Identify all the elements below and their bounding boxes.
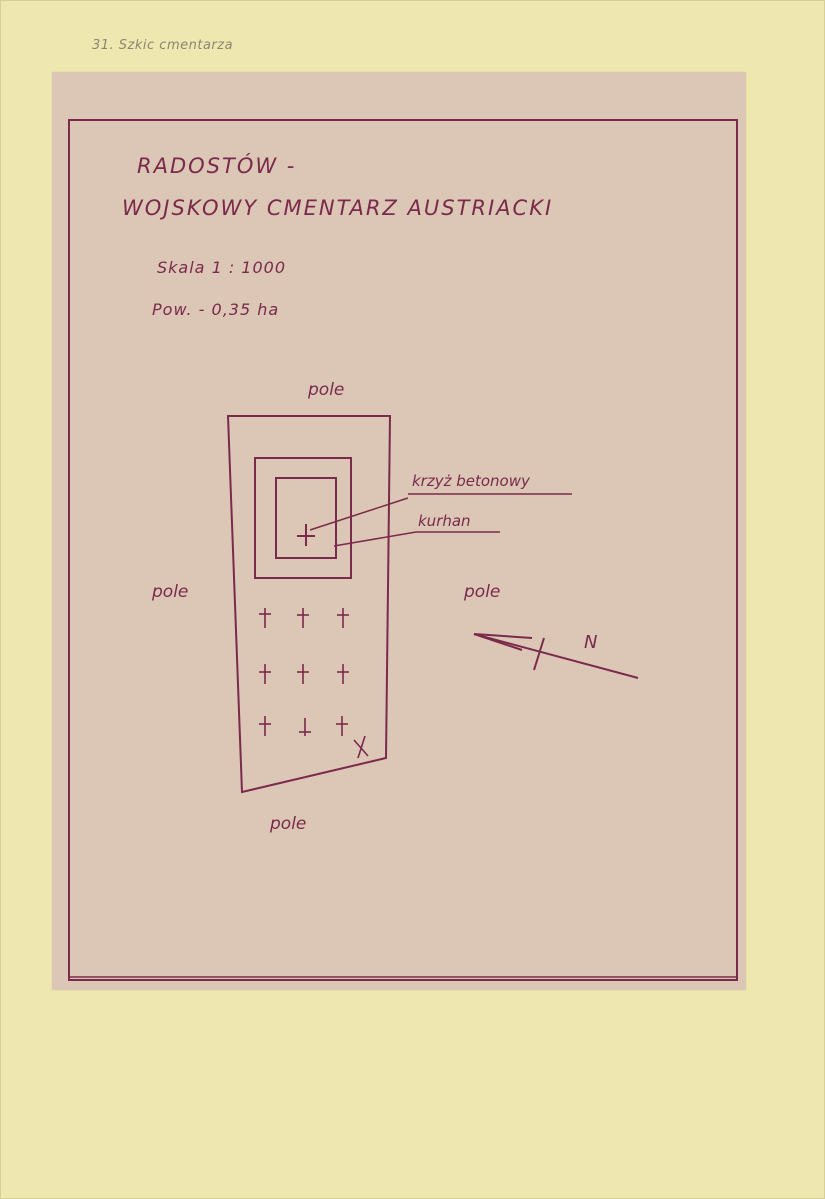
- field-label-right: pole: [464, 582, 501, 602]
- map-frame: [68, 119, 738, 981]
- field-label-left: pole: [152, 582, 189, 602]
- sketch-title-line2: WOJSKOWY CMENTARZ AUSTRIACKI: [122, 196, 554, 220]
- area-label: Pow. - 0,35 ha: [152, 300, 280, 319]
- graves-grid: [259, 608, 369, 759]
- north-label: N: [584, 632, 598, 653]
- grave-cross-icon: [259, 608, 271, 628]
- north-arrow-icon: [473, 633, 639, 679]
- cemetery-boundary: [226, 415, 392, 794]
- grave-cross-icon: [336, 716, 348, 736]
- grave-cross-icon: [297, 608, 309, 628]
- mound-label: kurhan: [418, 512, 471, 530]
- scale-label: Skala 1 : 1000: [157, 258, 287, 277]
- grave-cross-icon: [259, 716, 271, 736]
- sketch-photo: RADOSTÓW - WOJSKOWY CMENTARZ AUSTRIACKI …: [52, 72, 746, 990]
- leader-mound: [333, 531, 417, 547]
- grave-cross-icon: [353, 735, 369, 759]
- field-label-bottom: pole: [270, 814, 307, 834]
- sketch-title-line1: RADOSTÓW -: [137, 154, 297, 178]
- concrete-cross-label: krzyż betonowy: [412, 472, 530, 490]
- page-caption: 31. Szkic cmentarza: [92, 38, 234, 53]
- field-label-top: pole: [308, 380, 345, 400]
- grave-cross-icon: [337, 608, 349, 628]
- leader-cross: [309, 497, 409, 531]
- grave-cross-icon: [259, 664, 271, 684]
- grave-cross-icon: [299, 718, 311, 736]
- grave-cross-icon: [297, 664, 309, 684]
- sketch-drawing: [68, 119, 738, 981]
- grave-cross-icon: [337, 664, 349, 684]
- cross-base: [275, 477, 337, 559]
- mound-outline: [254, 457, 352, 579]
